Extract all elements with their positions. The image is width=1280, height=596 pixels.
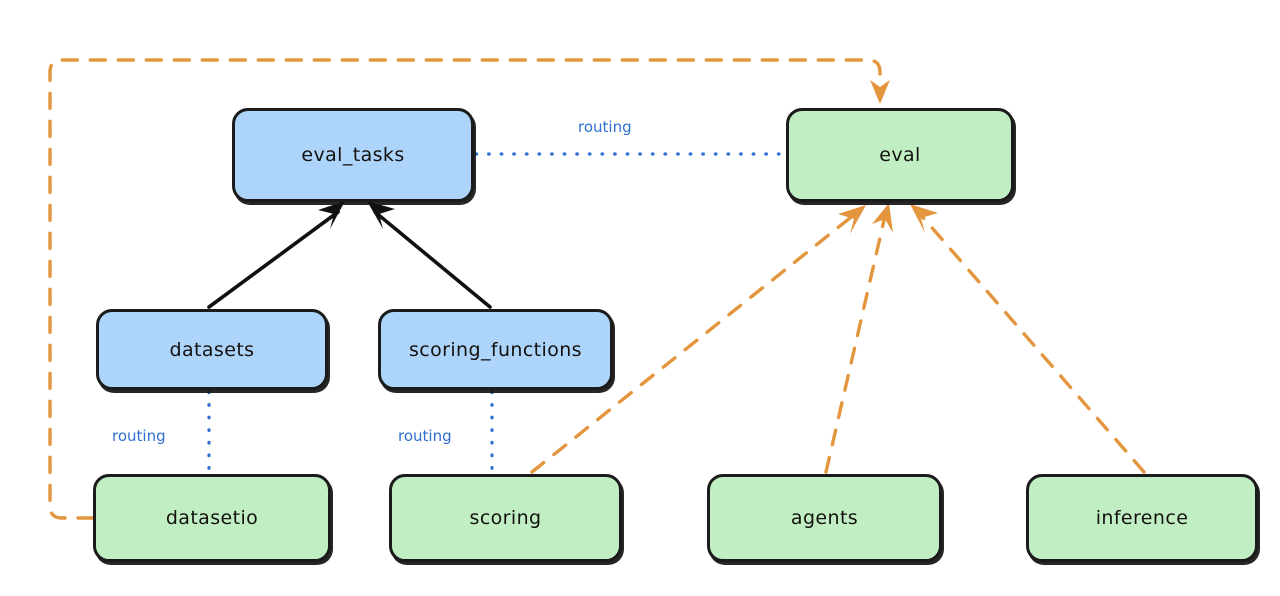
node-label-datasets: datasets [169, 338, 255, 361]
node-datasets[interactable]: datasets [96, 309, 328, 390]
node-label-eval: eval [879, 144, 921, 166]
edge-agents-eval [824, 203, 893, 474]
node-agents[interactable]: agents [707, 474, 942, 562]
edge-scoring-eval [530, 205, 866, 474]
edge-inference-eval [910, 204, 1146, 474]
edge-label-routing-datasetio: routing [112, 427, 166, 445]
node-scoring[interactable]: scoring [389, 474, 622, 562]
edge-datasets-eval-tasks [207, 201, 345, 309]
edge-datasetio-eval [48, 58, 890, 520]
node-label-scoring-functions: scoring_functions [409, 338, 582, 361]
node-label-agents: agents [790, 507, 859, 529]
edge-scoring-functions-eval-tasks [367, 201, 492, 309]
node-eval-tasks[interactable]: eval_tasks [232, 108, 474, 202]
node-datasetio[interactable]: datasetio [93, 474, 331, 562]
node-scoring-functions[interactable]: scoring_functions [378, 309, 613, 390]
node-label-eval-tasks: eval_tasks [301, 144, 405, 166]
node-inference[interactable]: inference [1026, 474, 1258, 562]
edge-label-routing-eval: routing [578, 118, 632, 136]
node-label-scoring: scoring [469, 507, 542, 529]
node-label-inference: inference [1095, 507, 1189, 529]
node-label-datasetio: datasetio [165, 507, 259, 529]
node-eval[interactable]: eval [786, 108, 1014, 202]
edge-label-routing-scoring: routing [398, 427, 452, 445]
